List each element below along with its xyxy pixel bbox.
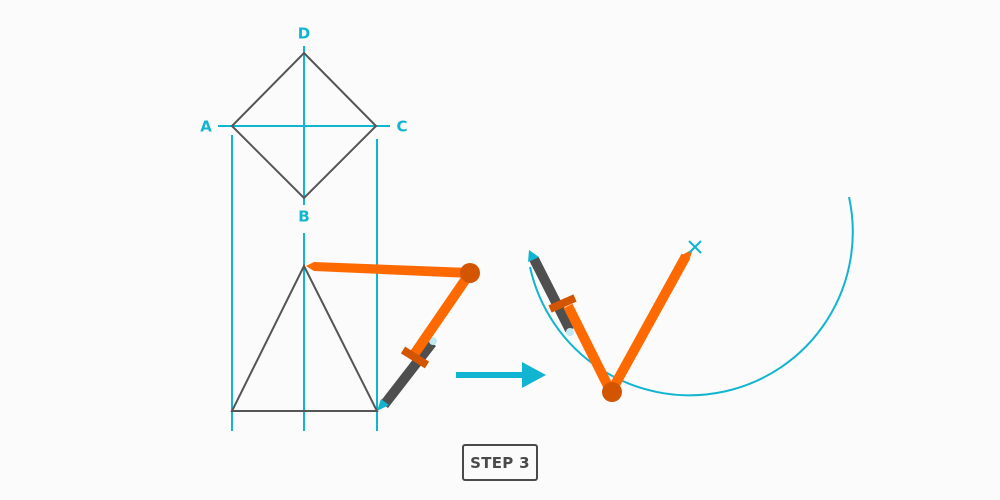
compass-left xyxy=(306,262,480,411)
right-arrow-icon xyxy=(456,362,546,388)
equilateral-triangle xyxy=(230,263,379,412)
compass-arm-horizontal xyxy=(306,262,470,278)
pencil-end-highlight xyxy=(429,337,437,345)
label-d: D xyxy=(297,24,311,43)
x-mark-icon xyxy=(688,240,702,254)
pencil-tip-right xyxy=(528,250,539,262)
compass-right xyxy=(528,249,693,402)
compass-arm-diagonal xyxy=(408,270,475,359)
compass-arm-right xyxy=(606,253,691,395)
guide-lines xyxy=(218,46,390,431)
label-b: B xyxy=(298,207,310,226)
label-c: C xyxy=(396,117,408,136)
step-badge: STEP 3 xyxy=(462,444,538,481)
pencil-clamp-right xyxy=(548,294,577,313)
step-label: STEP 3 xyxy=(470,453,530,472)
pencil-end-highlight-right xyxy=(566,328,574,336)
pencil-clamp-left xyxy=(400,346,430,369)
square-diamond xyxy=(230,51,378,200)
compass-pivot-left xyxy=(460,263,480,283)
pencil-body-right xyxy=(529,256,575,333)
compass-pivot-right xyxy=(602,382,622,402)
label-a: A xyxy=(200,117,212,136)
compass-arm-left xyxy=(563,303,616,395)
pencil-tip-left xyxy=(377,399,389,411)
pencil-body-left xyxy=(380,339,436,409)
drawn-arc xyxy=(529,196,854,397)
